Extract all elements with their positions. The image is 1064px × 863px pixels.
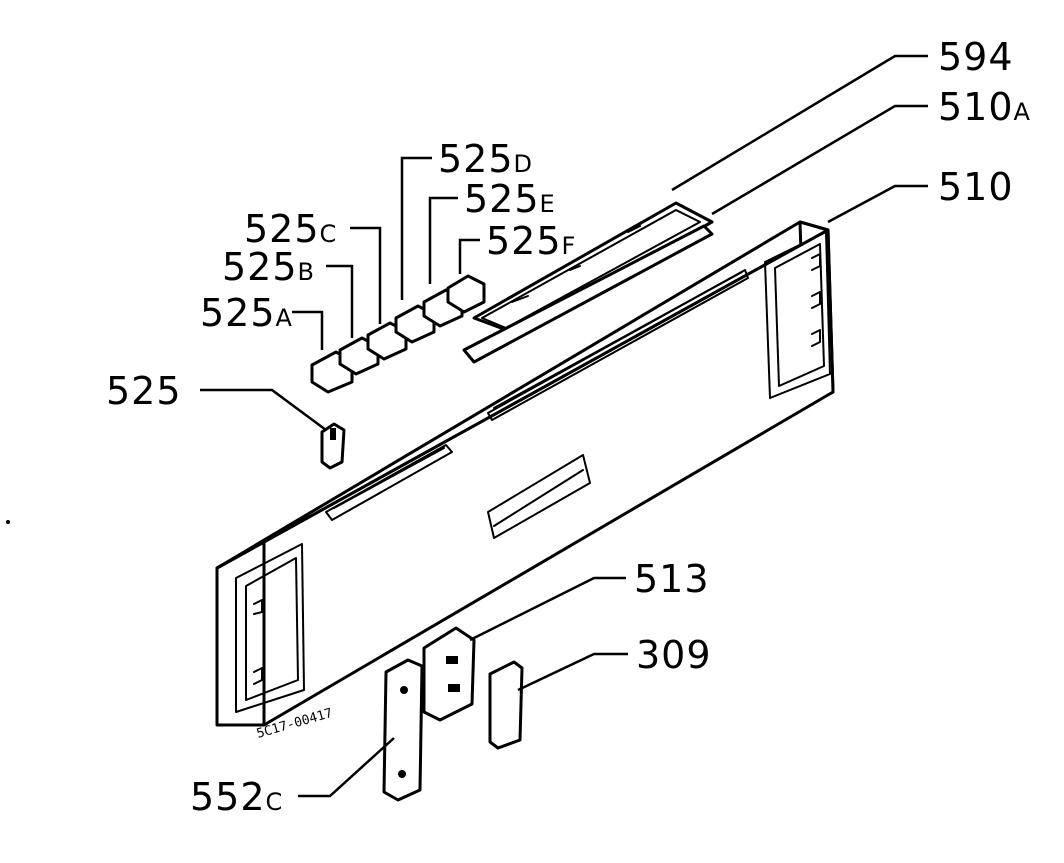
hinge-block [422,626,476,722]
label-513: 513 [634,557,710,601]
label-525c: 525C [244,207,336,251]
label-510a: 510A [938,85,1031,129]
label-525e: 525E [464,177,555,221]
label-594: 594 [938,35,1014,79]
label-552c: 552C [190,775,282,819]
label-525: 525 [106,369,182,413]
label-525b: 525B [222,245,314,289]
cover-cap [488,660,524,750]
slider-strip [462,201,714,364]
label-510: 510 [938,165,1014,209]
label-525d: 525D [438,137,532,181]
button-row [310,274,486,394]
callout-labels: 594 510A 510 525D 525E 525F 525C 525B 52… [106,35,1031,819]
stray-dot [6,520,10,524]
control-panel-housing: 5C17-00417 [215,220,835,742]
label-525a: 525A [200,291,293,335]
pin [320,422,346,470]
label-309: 309 [636,633,712,677]
bracket [382,658,424,802]
leader-lines [200,54,928,798]
label-525f: 525F [486,219,575,263]
